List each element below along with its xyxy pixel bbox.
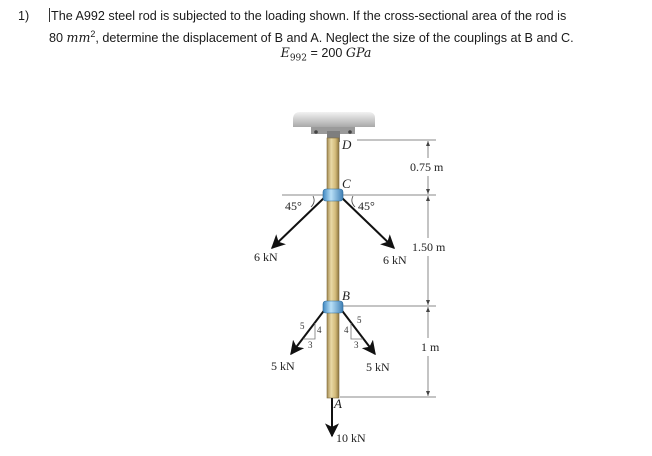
force-b-left [290, 307, 327, 356]
angle-arc-left [310, 195, 315, 208]
modulus-subscript: 992 [289, 53, 308, 64]
modulus-unit: GPa [345, 45, 372, 60]
force-b-right-label: 5 kN [366, 360, 390, 374]
force-c-left-label: 6 kN [254, 250, 278, 264]
problem-line-1: 1) The A992 steel rod is subjected to the… [18, 7, 566, 25]
slope-right-hyp: 5 [357, 315, 362, 325]
problem-text-1: The A992 steel rod is subjected to the l… [51, 9, 567, 23]
text-cursor [49, 8, 50, 22]
angle-c-right-label: 45° [358, 199, 375, 213]
force-c-right-label: 6 kN [383, 253, 407, 267]
force-b-right [339, 307, 376, 356]
dim-dc-label: 0.75 m [410, 160, 444, 174]
slope-right-vert: 4 [344, 325, 349, 335]
ceiling-support [293, 112, 375, 142]
modulus-equals: = 200 [307, 46, 346, 60]
problem-line-2: 80 mm2, determine the displacement of B … [49, 25, 574, 47]
area-unit: mm [66, 30, 91, 46]
slope-left-vert: 4 [317, 325, 322, 335]
modulus-equation: E992 = 200 GPa [0, 44, 652, 68]
slope-left-hyp: 5 [300, 321, 305, 331]
slope-left-horiz: 3 [308, 340, 313, 350]
force-b-left-label: 5 kN [271, 359, 295, 373]
point-d-label: D [341, 137, 352, 152]
steel-rod [326, 137, 340, 399]
problem-number: 1) [18, 9, 30, 23]
point-c-label: C [342, 176, 351, 191]
dimension-lines [282, 139, 436, 398]
force-c-right [339, 195, 396, 249]
coupling-b [322, 300, 344, 314]
dim-ba-label: 1 m [421, 340, 440, 354]
problem-text-2: , determine the displacement of B and A.… [95, 31, 574, 46]
area-exponent: 2 [90, 29, 96, 39]
angle-arc-right [351, 195, 356, 208]
modulus-symbol: E [280, 45, 290, 60]
angle-c-left-label: 45° [285, 199, 302, 213]
area-value: 80 [49, 31, 67, 46]
slope-right-horiz: 3 [354, 340, 359, 350]
dim-cb-label: 1.50 m [412, 240, 446, 254]
force-a-label: 10 kN [336, 431, 366, 445]
slope-triangles [303, 323, 363, 340]
point-b-label: B [342, 288, 350, 303]
coupling-c [322, 188, 344, 202]
force-c-left [270, 195, 327, 249]
point-a-label: A [333, 396, 342, 411]
